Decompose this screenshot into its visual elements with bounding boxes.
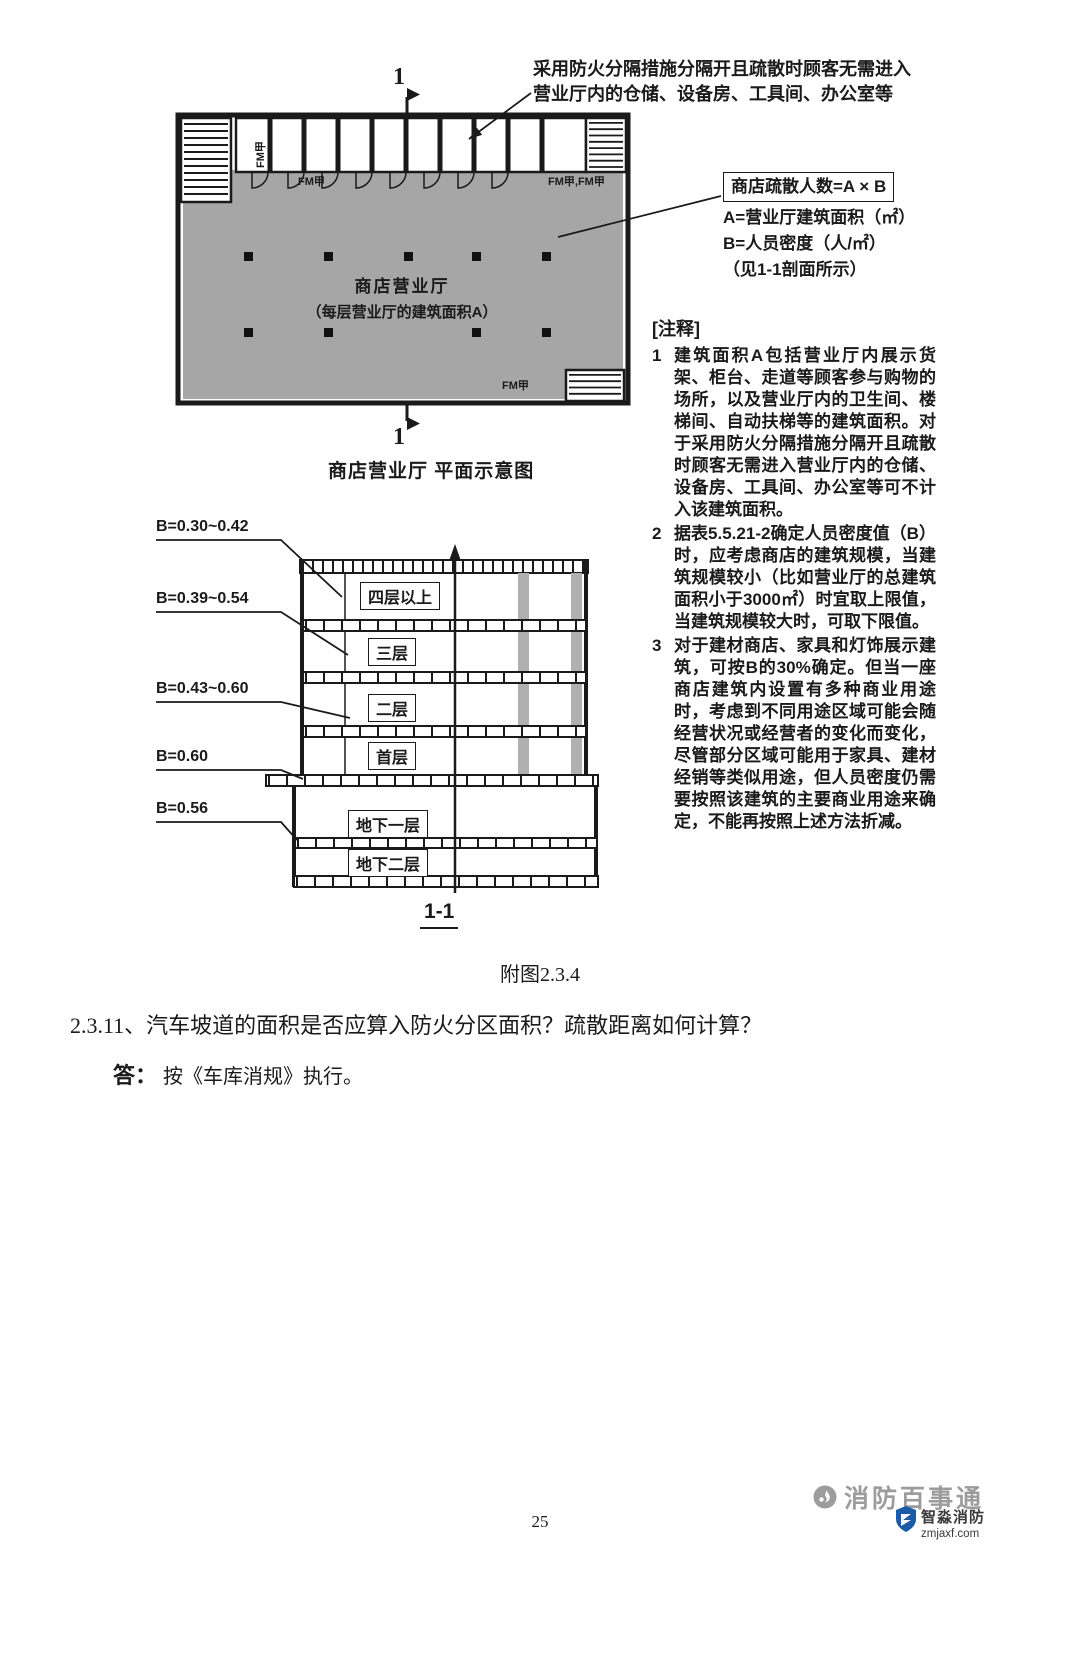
plan-top-annotation-line2: 营业厅内的仓储、设备房、工具间、办公室等 [533,84,893,104]
stair-block-bottomright [564,368,626,403]
stair-block-topleft [179,116,233,204]
floor-label-b2: 地下二层 [348,849,429,877]
floor-plan-drawing [175,112,631,406]
note-text: 对于建材商店、家具和灯饰展示建筑，可按B的30%确定。但当一座商店建筑内设置有多… [674,636,936,831]
b-value-label-2: B=0.39~0.54 [156,590,249,607]
floor-label-2: 二层 [368,694,417,722]
note-text: 建筑面积A包括营业厅内展示货架、柜台、走道等顾客参与购物的场所，以及营业厅内的卫… [674,346,936,519]
section-mark-top: 1 [393,64,405,90]
formula-line1: 商店疏散人数=A × B [723,172,895,202]
formula-line4: （见1-1剖面所示） [723,260,867,279]
door-arcs [251,171,509,189]
zhimiao-shield-icon [896,1506,916,1532]
b-value-label-3: B=0.43~0.60 [156,680,249,697]
page-number: 25 [531,1512,549,1531]
floor-label-1: 首层 [368,742,417,770]
baishitong-logo-icon [813,1485,837,1509]
floor-label-3: 三层 [368,638,417,666]
hall-label: 商店营业厅 （每层营业厅的建筑面积A） [182,272,622,322]
note-number: 1 [652,346,662,365]
plan-section-cut-marks [405,88,420,430]
note-item: 2 据表5.5.21-2确定人员密度值（B）时，应考虑商店的建筑规模，当建筑规模… [652,523,936,633]
hall-label-line2: （每层营业厅的建筑面积A） [306,304,498,321]
fire-door-label-1: FM甲 [255,141,267,168]
watermark-brand-top: 消防百事通 [812,1479,984,1515]
formula-line3: B=人员密度（人/㎡） [723,234,886,253]
section-caption: 1-1 [420,900,459,929]
b-value-label-4: B=0.60 [156,748,209,765]
watermark-url: zmjaxf.com [921,1528,980,1540]
plan-caption: 商店营业厅 平面示意图 [328,461,535,482]
b-value-label-5: B=0.56 [156,800,209,817]
note-number: 3 [652,636,662,655]
notes-title: [注释] [652,319,700,339]
hall-label-line1: 商店营业厅 [354,277,450,296]
floor-label-4plus: 四层以上 [360,582,441,610]
answer-text: 按《车库消规》执行。 [163,1066,364,1088]
answer-label: 答： [113,1063,158,1088]
note-item: 1 建筑面积A包括营业厅内展示货架、柜台、走道等顾客参与购物的场所，以及营业厅内… [652,345,936,521]
floor-label-b1: 地下一层 [348,810,429,838]
plan-top-annotation-line1: 采用防火分隔措施分隔开且疏散时顾客无需进入 [533,59,911,79]
watermark-brand-bottom-text: 智淼消防 [921,1509,986,1526]
note-item: 3 对于建材商店、家具和灯饰展示建筑，可按B的30%确定。但当一座商店建筑内设置… [652,635,936,833]
stair-block-topright [584,116,628,174]
section-mark-bottom: 1 [393,424,405,450]
notes-block: [注释] 1 建筑面积A包括营业厅内展示货架、柜台、走道等顾客参与购物的场所，以… [652,318,936,835]
note-text: 据表5.5.21-2确定人员密度值（B）时，应考虑商店的建筑规模，当建筑规模较小… [674,524,936,631]
question-2-3-11: 2.3.11、汽车坡道的面积是否应算入防火分区面积？疏散距离如何计算？ [70,1013,763,1038]
formula-line2: A=营业厅建筑面积（㎡） [723,208,916,227]
figure-caption: 附图2.3.4 [500,964,580,986]
answer-block: 答： 按《车库消规》执行。 [113,1058,363,1090]
b-value-label-1: B=0.30~0.42 [156,518,249,535]
watermark-brand-top-text: 消防百事通 [844,1485,985,1513]
evacuation-formula: 商店疏散人数=A × B A=营业厅建筑面积（㎡） B=人员密度（人/㎡） （见… [723,172,938,283]
fire-door-label-3: FM甲,FM甲 [548,176,605,188]
fire-door-label-2: FM甲 [298,176,325,188]
note-number: 2 [652,524,662,543]
plan-top-annotation: 采用防火分隔措施分隔开且疏散时顾客无需进入 营业厅内的仓储、设备房、工具间、办公… [533,57,933,107]
leader-lines [468,92,722,238]
watermark-brand-bottom: 智淼消防 zmjaxf.com [896,1506,985,1540]
fire-door-label-4: FM甲 [502,380,529,392]
